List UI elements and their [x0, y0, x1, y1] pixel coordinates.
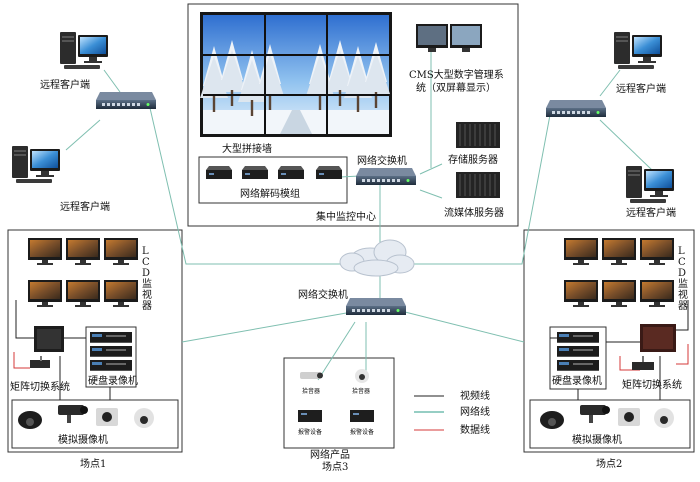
core-switch-icon — [356, 168, 416, 185]
pickup-label-a: 拾音器 — [302, 387, 320, 395]
lcd-label-right-char: 视 — [678, 288, 688, 301]
site2-box — [523, 229, 695, 453]
alarm-label-b: 报警设备 — [350, 428, 374, 436]
lcd-wall-left — [28, 238, 138, 307]
site2-label: 场点2 — [596, 457, 622, 470]
legend-label-network: 网络线 — [460, 405, 490, 418]
lcd-label-right-char: 监 — [678, 277, 688, 290]
decoder-subbox — [198, 156, 348, 204]
video-wall — [200, 12, 392, 137]
matrix-label-left: 矩阵切换系统 — [10, 380, 70, 393]
cms-label-line1: CMS大型数字管理系 — [409, 68, 504, 81]
remote-client-pc-tr — [614, 32, 662, 69]
decoder-module-label: 网络解码模组 — [240, 187, 300, 200]
remote-client-label-tl: 远程客户端 — [40, 78, 90, 91]
site2-camera-subbox — [529, 399, 691, 449]
remote-switch-right-icon — [546, 100, 606, 117]
control-center-label: 集中监控中心 — [316, 210, 376, 223]
matrix-switcher-left — [30, 326, 64, 368]
remote-client-pc-bl — [12, 146, 60, 183]
control-center-box — [187, 3, 519, 227]
video-lines — [15, 300, 689, 400]
cms-monitors — [416, 24, 482, 52]
remote-switch-left-icon — [96, 92, 156, 109]
site1-label: 场点1 — [80, 457, 106, 470]
dvr-label-right: 硬盘录像机 — [552, 374, 602, 387]
lcd-label-right-char: C — [678, 257, 686, 268]
storage-server-icon — [455, 121, 501, 149]
matrix-label-right: 矩阵切换系统 — [622, 378, 682, 391]
lcd-label-left-char: L — [142, 246, 149, 257]
cms-label-line2: 统（双屏幕显示） — [416, 81, 496, 94]
site3-label: 场点3 — [322, 460, 348, 473]
dvr-stack-right — [557, 332, 599, 371]
alarm-label-a: 报警设备 — [298, 428, 322, 436]
analog-cameras-left — [18, 405, 154, 429]
video-wall-label: 大型拼接墙 — [222, 142, 272, 155]
pickup-label-b: 拾音器 — [352, 387, 370, 395]
remote-client-label-br: 远程客户端 — [626, 206, 676, 219]
analog-cam-label-left: 模拟摄像机 — [58, 433, 108, 446]
site1-camera-subbox — [11, 399, 179, 449]
remote-client-pc-br — [626, 166, 674, 203]
lcd-wall-right — [564, 238, 674, 307]
remote-client-pc-tl — [60, 32, 108, 69]
lcd-label-left-char: D — [142, 268, 150, 279]
site1-box — [7, 229, 183, 453]
mid-switch-icon — [346, 298, 406, 315]
remote-client-label-tr: 远程客户端 — [616, 82, 666, 95]
lcd-label-left-char: 器 — [142, 300, 152, 312]
lcd-label-right-char: D — [678, 268, 686, 279]
streaming-server-label: 流媒体服务器 — [444, 206, 504, 219]
streaming-server-icon — [455, 171, 501, 199]
internet-cloud — [339, 239, 415, 277]
storage-server-label: 存储服务器 — [448, 153, 498, 166]
lcd-label-right-char: 器 — [678, 300, 688, 312]
legend-label-data: 数据线 — [460, 423, 490, 436]
dvr-stack-left — [90, 332, 132, 371]
site3-box — [283, 357, 395, 449]
mid-switch-label: 网络交换机 — [298, 288, 348, 301]
legend-label-video: 视频线 — [460, 389, 490, 402]
lcd-label-left-char: C — [142, 257, 150, 268]
lcd-label-left-char: 视 — [142, 288, 152, 301]
analog-cam-label-right: 模拟摄像机 — [572, 433, 622, 446]
decoder-module — [206, 166, 342, 179]
matrix-switcher-right — [632, 324, 676, 370]
dvr-label-left: 硬盘录像机 — [88, 374, 138, 387]
site1-dvr-subbox — [85, 326, 137, 388]
analog-cameras-right — [540, 405, 674, 429]
lcd-label-left-char: 监 — [142, 277, 152, 290]
legend: 视频线 网络线 数据线 — [414, 389, 490, 436]
lcd-label-right-char: L — [678, 246, 685, 257]
net-products-label: 网络产品 — [310, 448, 350, 461]
remote-client-label-bl: 远程客户端 — [60, 200, 110, 213]
network-products — [298, 369, 374, 422]
core-switch-label: 网络交换机 — [357, 154, 407, 167]
